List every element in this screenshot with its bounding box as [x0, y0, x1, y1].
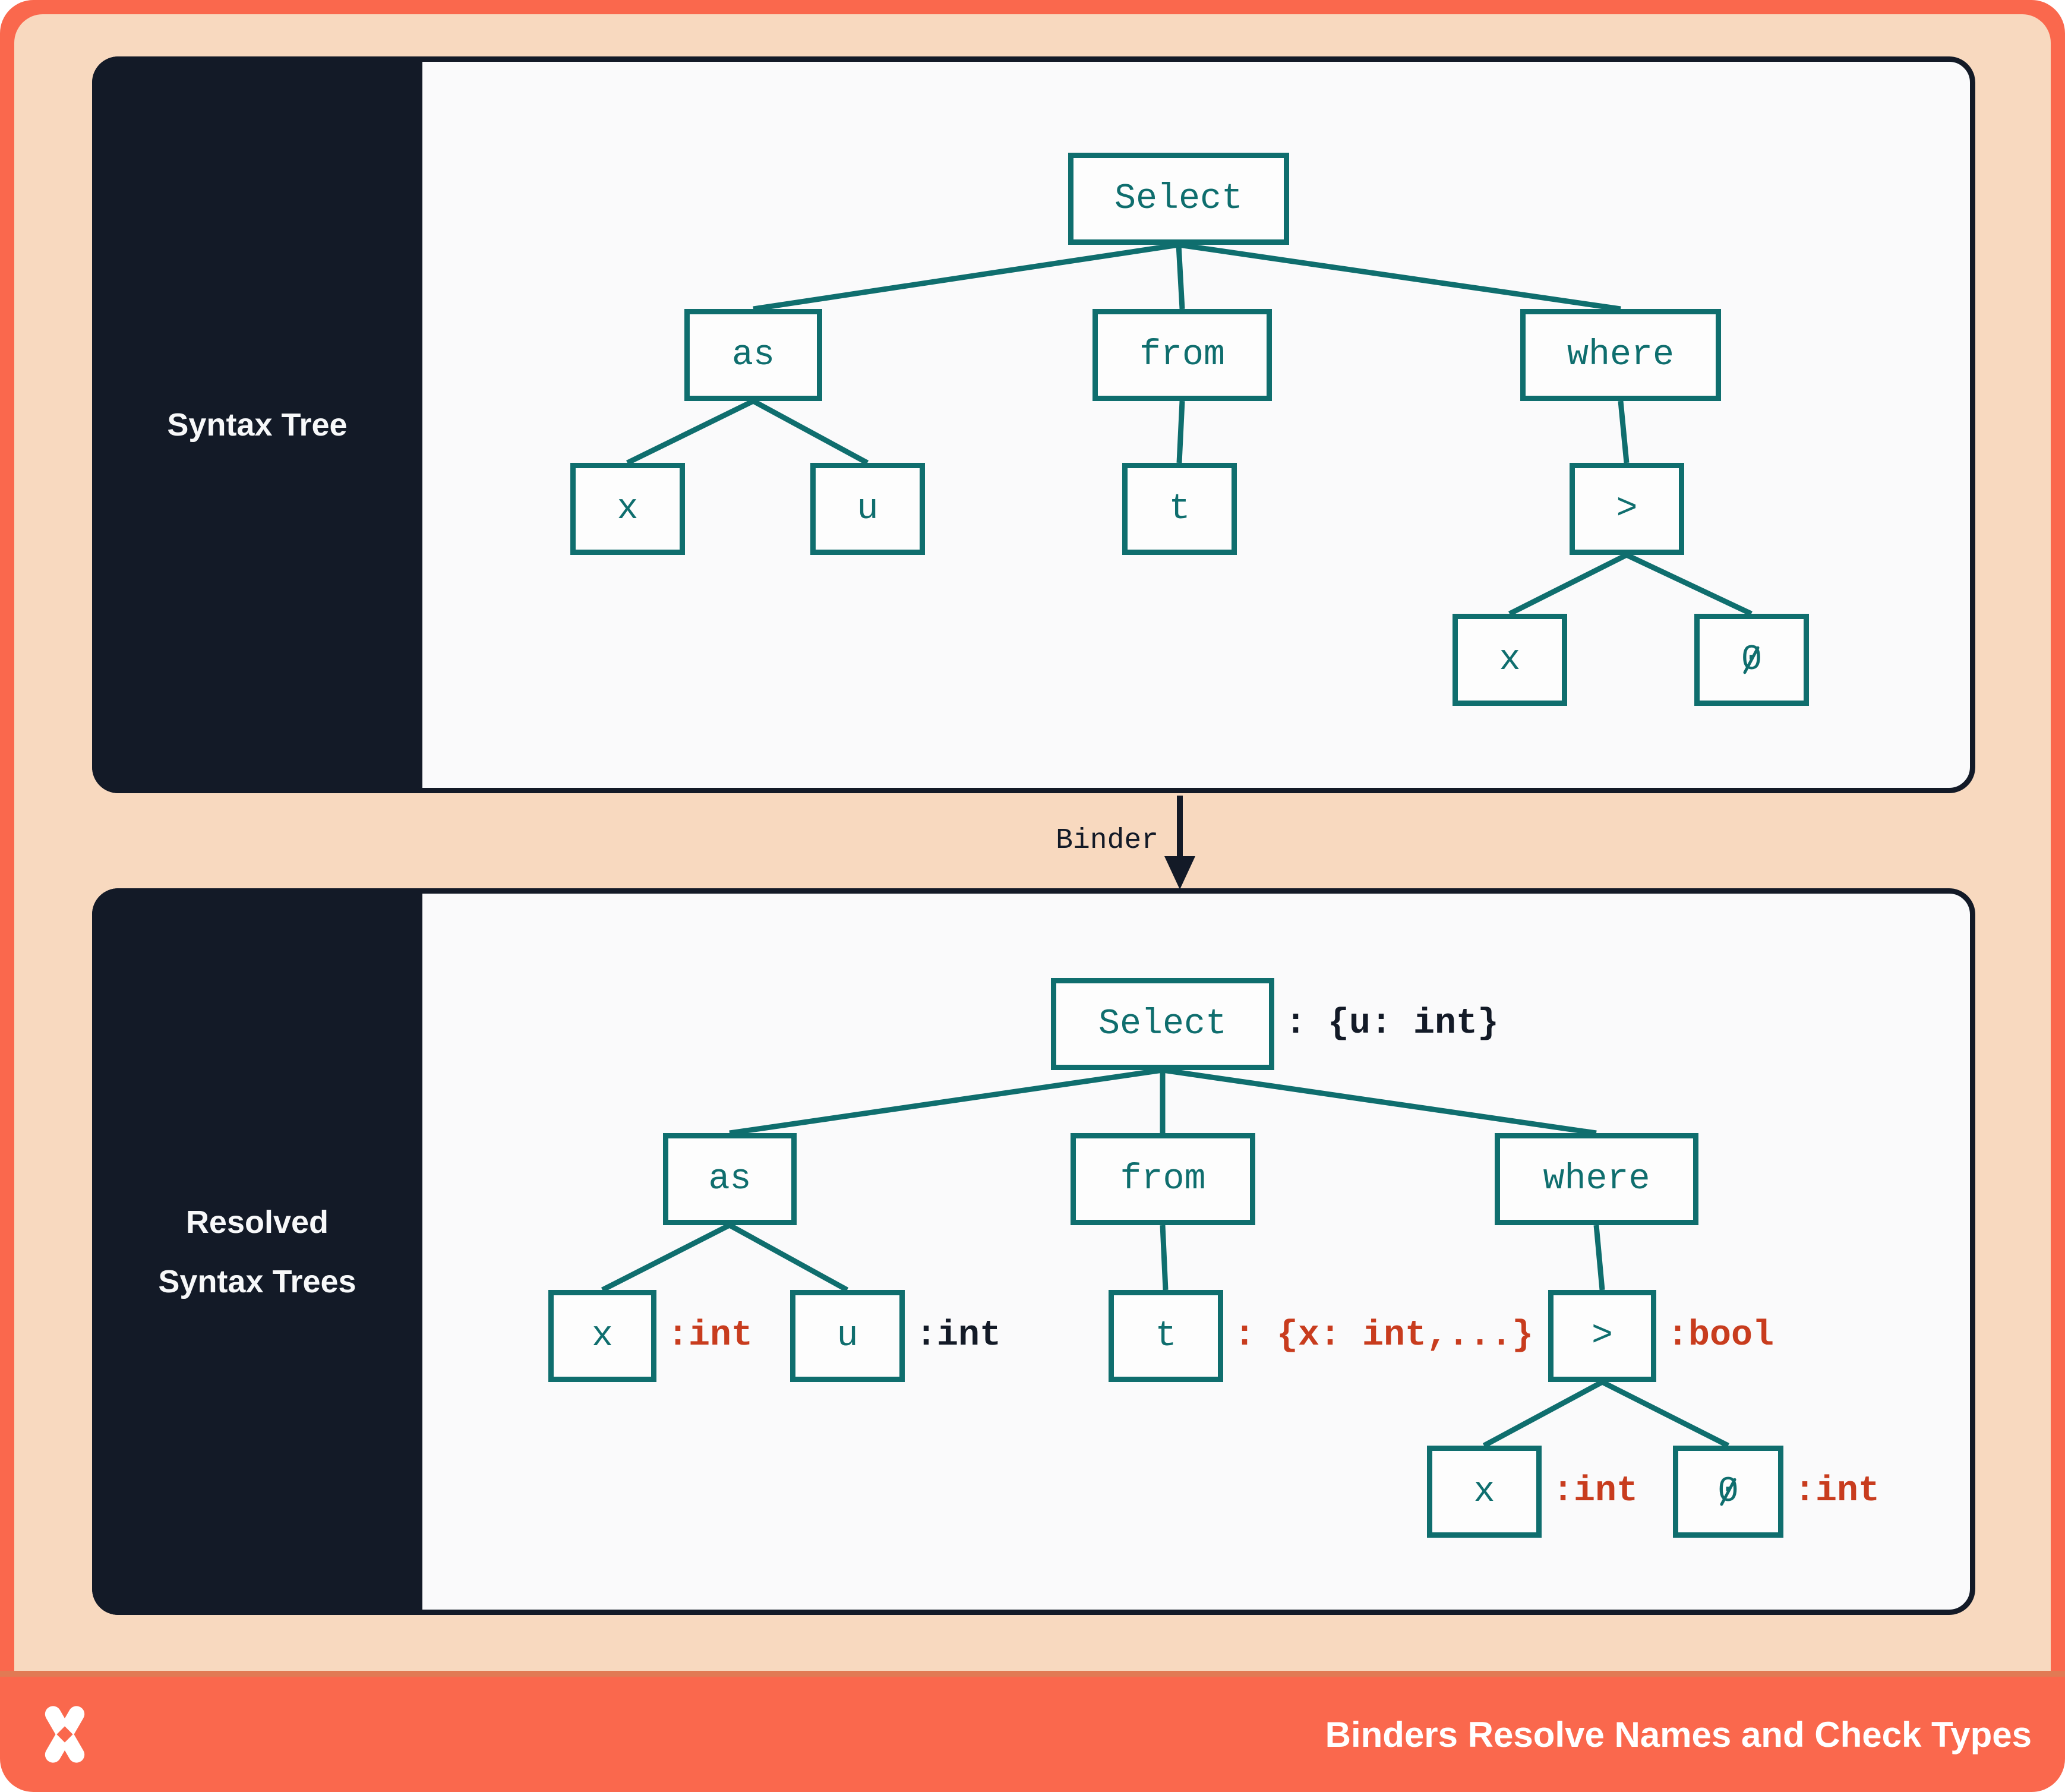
node-as: as: [684, 309, 822, 401]
node-select: Select: [1051, 978, 1274, 1070]
node-u: u: [790, 1290, 905, 1382]
panel-sidebar: Syntax Tree: [92, 56, 422, 793]
type-annotation-t: : {x: int,...}: [1234, 1315, 1534, 1356]
node-x: x: [570, 463, 685, 555]
binder-arrow-head: [1164, 856, 1195, 889]
node-zero: 0: [1673, 1446, 1783, 1538]
node-greater-than: >: [1548, 1290, 1656, 1382]
node-u: u: [810, 463, 925, 555]
binder-label: Binder: [1056, 825, 1158, 857]
node-x-right: x: [1453, 614, 1567, 706]
panel-sidebar: Resolved Syntax Trees: [92, 888, 422, 1615]
type-annotation-u: :int: [915, 1315, 1002, 1356]
panel-title: Syntax Tree: [167, 407, 348, 443]
type-annotation-select: : {u: int}: [1285, 1004, 1499, 1044]
node-from: from: [1071, 1133, 1255, 1225]
footer-bar: Binders Resolve Names and Check Types: [0, 1677, 2065, 1792]
node-where: where: [1520, 309, 1721, 401]
node-greater-than: >: [1570, 463, 1684, 555]
resolved-syntax-trees-panel: Resolved Syntax Trees Select : {u: int} …: [92, 888, 1975, 1615]
footer-divider: [0, 1671, 2065, 1677]
type-annotation-x: :int: [667, 1315, 753, 1356]
binder-arrow: [1177, 796, 1183, 857]
type-annotation-zero: :int: [1794, 1471, 1880, 1512]
node-zero: 0: [1694, 614, 1809, 706]
slide-title: Binders Resolve Names and Check Types: [1325, 1714, 2032, 1755]
syntax-tree-panel: Syntax Tree Select as from where x u t >…: [92, 56, 1975, 793]
panel-title: Resolved Syntax Trees: [158, 1204, 356, 1299]
node-as: as: [663, 1133, 797, 1225]
node-x: x: [548, 1290, 656, 1382]
type-annotation-greater-than: :bool: [1667, 1315, 1774, 1356]
node-t: t: [1109, 1290, 1223, 1382]
type-annotation-x-right: :int: [1552, 1471, 1638, 1512]
node-from: from: [1093, 309, 1272, 401]
x-mark-logo-icon: [45, 1706, 85, 1763]
node-select: Select: [1068, 153, 1289, 245]
node-where: where: [1495, 1133, 1698, 1225]
node-t: t: [1122, 463, 1237, 555]
node-x-right: x: [1427, 1446, 1542, 1538]
